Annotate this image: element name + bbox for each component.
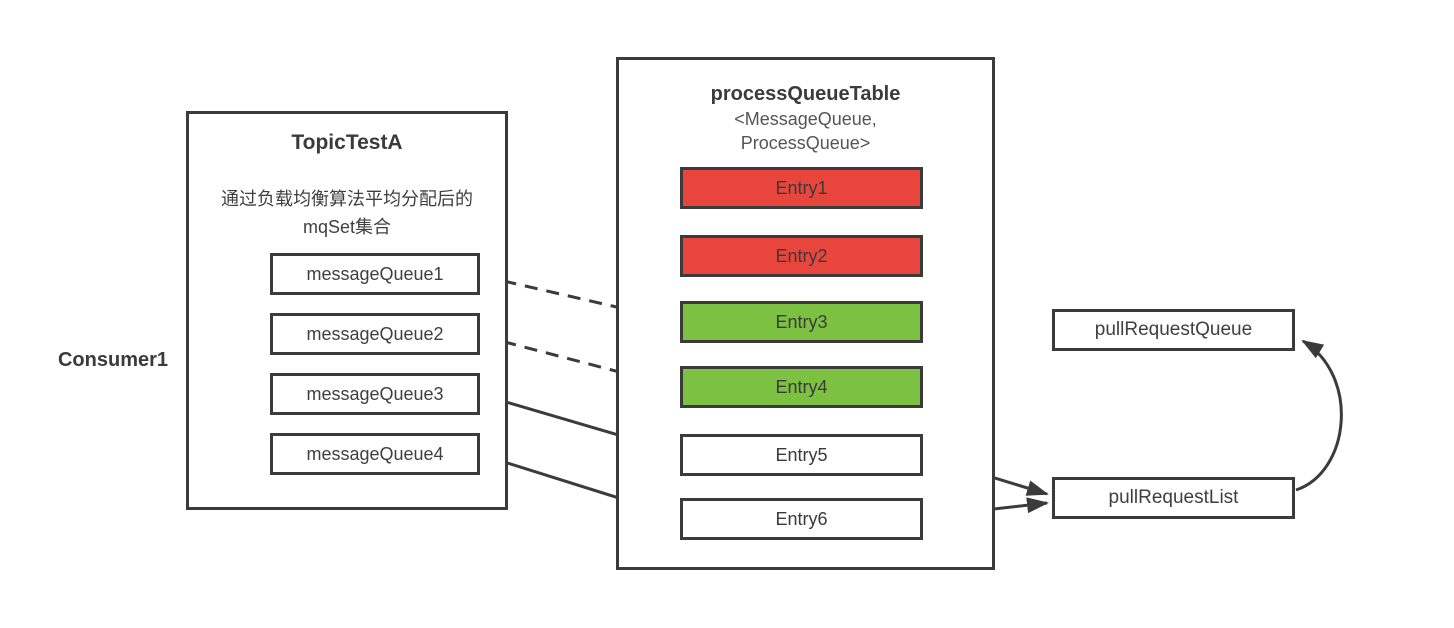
entry-box-2: Entry2 bbox=[680, 235, 923, 277]
pull-request-list-box: pullRequestList bbox=[1052, 477, 1295, 519]
entry-box-1: Entry1 bbox=[680, 167, 923, 209]
topic-box-description: 通过负载均衡算法平均分配后的 mqSet集合 bbox=[189, 185, 505, 241]
message-queue-box-3: messageQueue3 bbox=[270, 373, 480, 415]
message-queue-box-4: messageQueue4 bbox=[270, 433, 480, 475]
process-queue-table-title: processQueueTable bbox=[710, 83, 901, 105]
entry-box-5: Entry5 bbox=[680, 434, 923, 476]
entry-box-6: Entry6 bbox=[680, 498, 923, 540]
message-queue-box-1: messageQueue1 bbox=[270, 253, 480, 295]
process-queue-table-subtitle: <MessageQueue, ProcessQueue> bbox=[619, 107, 992, 155]
topic-box-description-line1: 通过负载均衡算法平均分配后的 bbox=[221, 189, 473, 209]
pull-request-queue-box: pullRequestQueue bbox=[1052, 309, 1295, 351]
entry-box-4: Entry4 bbox=[680, 366, 923, 408]
consumer-label: Consumer1 bbox=[57, 349, 169, 371]
arrow-pullrequestlist-pullrequestqueue bbox=[1295, 339, 1343, 492]
message-queue-box-2: messageQueue2 bbox=[270, 313, 480, 355]
process-queue-table-subtitle-line1: <MessageQueue, bbox=[734, 109, 877, 129]
entry-box-3: Entry3 bbox=[680, 301, 923, 343]
topic-box-description-line2: mqSet集合 bbox=[302, 217, 392, 237]
process-queue-table-subtitle-line2: ProcessQueue> bbox=[740, 133, 871, 153]
topic-box-title: TopicTestA bbox=[291, 131, 403, 154]
